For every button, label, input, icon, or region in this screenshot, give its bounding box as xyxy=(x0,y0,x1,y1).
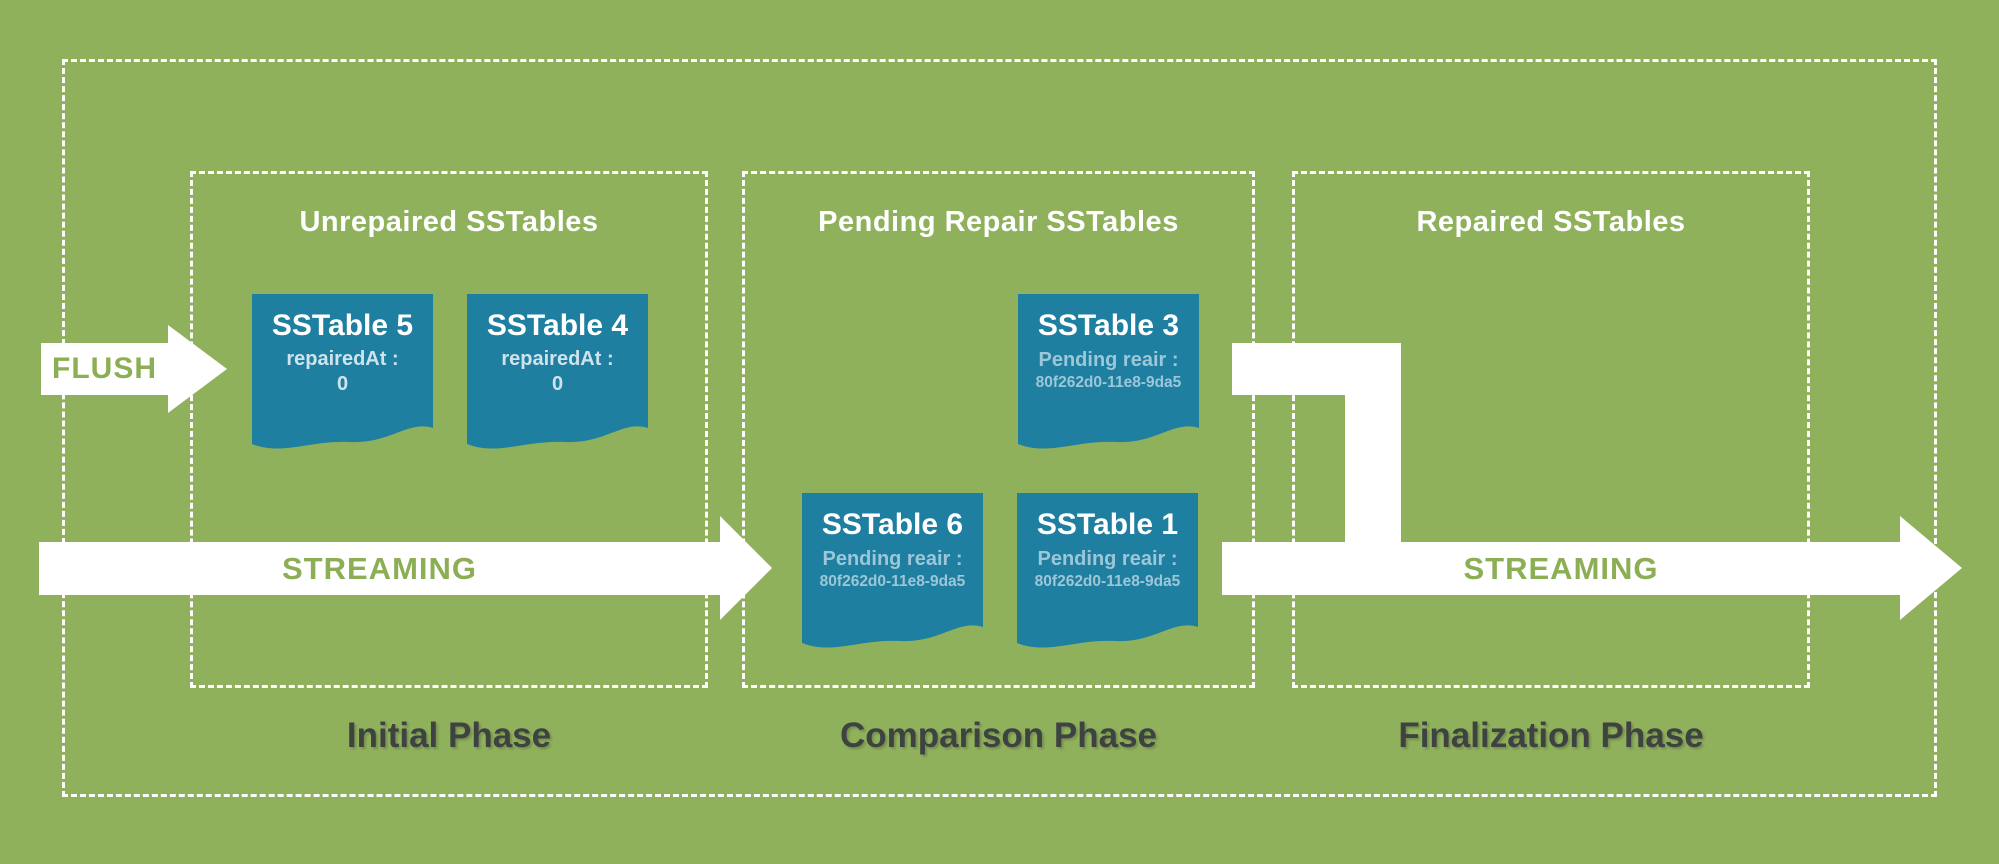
repaired-sstables-box: Repaired SSTables xyxy=(1292,171,1810,688)
flush-arrow-head xyxy=(168,325,227,413)
sstable-4-card: SSTable 4 repairedAt : 0 xyxy=(467,294,648,454)
pending-repair-sstables-box: Pending Repair SSTables xyxy=(742,171,1255,688)
streaming-arrow-left-head xyxy=(720,516,772,620)
sstable-4-line1: repairedAt : xyxy=(501,348,614,370)
finalization-phase-label: Finalization Phase xyxy=(1398,716,1704,755)
sstable-flag-shape xyxy=(1018,294,1199,449)
sstable-3-title: SSTable 3 xyxy=(1037,309,1180,342)
flush-arrow: FLUSH xyxy=(41,343,168,395)
sstable-flag-shape xyxy=(252,294,433,449)
sstable-flag-shape xyxy=(1017,493,1198,648)
sstable-1-card: SSTable 1 Pending reair : 80f262d0-11e8-… xyxy=(1017,493,1198,653)
streaming-left-label: STREAMING xyxy=(282,550,477,586)
sstable-6-card: SSTable 6 Pending reair : 80f262d0-11e8-… xyxy=(802,493,983,653)
sstable-1-line1: Pending reair : xyxy=(1037,548,1178,570)
sstable-flag-shape xyxy=(802,493,983,648)
sstable-5-card: SSTable 5 repairedAt : 0 xyxy=(252,294,433,454)
sstable-6-line2: 80f262d0-11e8-9da5 xyxy=(819,573,966,590)
streaming-arrow-right: STREAMING xyxy=(1222,542,1900,595)
comparison-phase-label: Comparison Phase xyxy=(839,716,1158,755)
outer-dashed-border xyxy=(62,59,1937,797)
sstable-5-title: SSTable 5 xyxy=(271,309,414,342)
unrepaired-sstables-box: Unrepaired SSTables xyxy=(190,171,708,688)
sstable-5-line2: 0 xyxy=(336,373,349,395)
sstable-3-line2: 80f262d0-11e8-9da5 xyxy=(1035,374,1182,391)
streaming-arrow-left: STREAMING xyxy=(39,542,720,595)
sstable-6-title: SSTable 6 xyxy=(821,508,964,541)
unrepaired-sstables-title: Unrepaired SSTables xyxy=(299,206,599,238)
sstable-3-line1: Pending reair : xyxy=(1038,349,1179,371)
streaming-right-label: STREAMING xyxy=(1463,550,1659,586)
flush-arrow-label: FLUSH xyxy=(52,352,157,385)
initial-phase-label: Initial Phase xyxy=(346,716,552,755)
sstable-3-card: SSTable 3 Pending reair : 80f262d0-11e8-… xyxy=(1018,294,1199,454)
sstable-flag-shape xyxy=(467,294,648,449)
sstable-4-title: SSTable 4 xyxy=(486,309,629,342)
sstable-1-line2: 80f262d0-11e8-9da5 xyxy=(1034,573,1181,590)
sstable-6-line1: Pending reair : xyxy=(822,548,963,570)
sstable-4-line2: 0 xyxy=(551,373,564,395)
pending-repair-sstables-title: Pending Repair SSTables xyxy=(818,206,1179,238)
sstable-5-line1: repairedAt : xyxy=(286,348,399,370)
streaming-arrow-right-head xyxy=(1900,516,1962,620)
sstable-1-title: SSTable 1 xyxy=(1036,508,1179,541)
repaired-sstables-title: Repaired SSTables xyxy=(1416,206,1686,238)
